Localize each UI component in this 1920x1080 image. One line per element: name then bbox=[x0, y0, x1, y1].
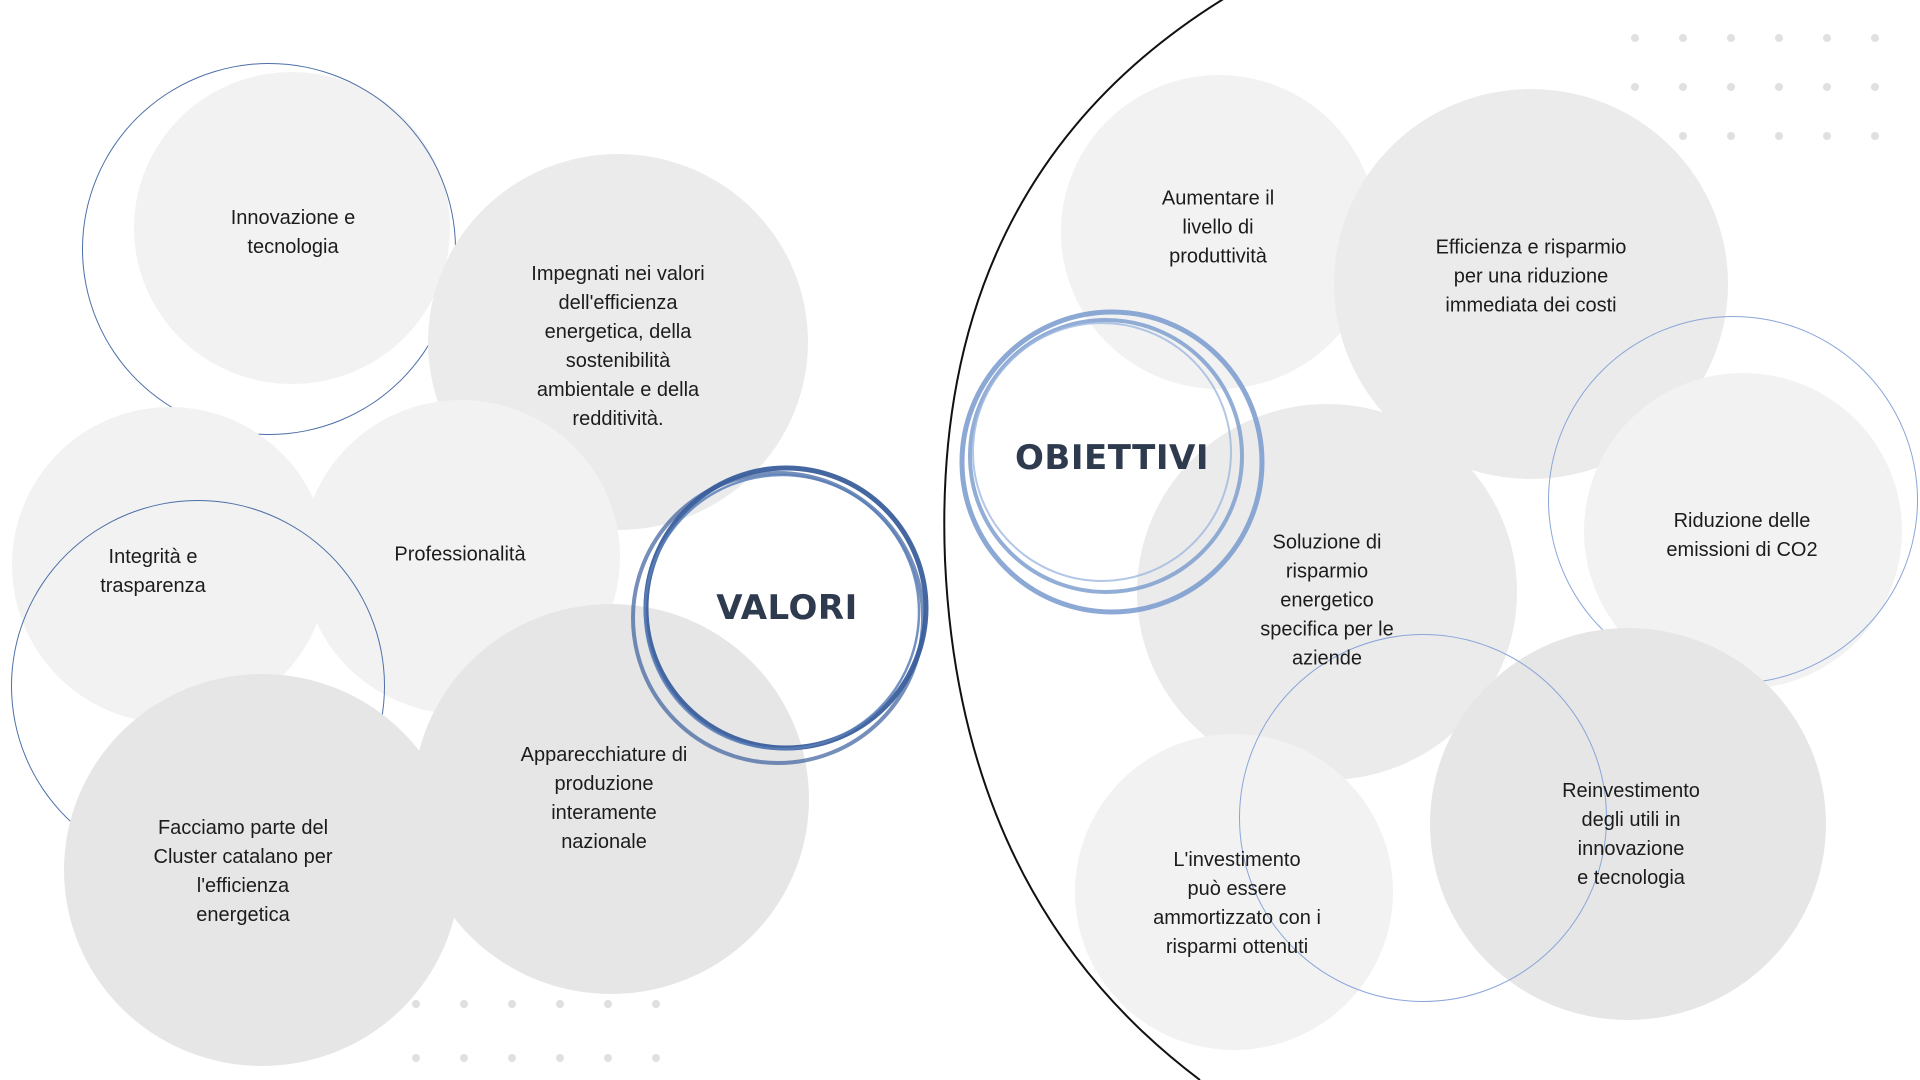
ring-investimento bbox=[1239, 634, 1607, 1002]
decorative-dot bbox=[1679, 83, 1687, 91]
decorative-dot bbox=[1775, 34, 1783, 42]
obiettivi-title: OBIETTIVI bbox=[1015, 438, 1209, 478]
decorative-dot bbox=[1775, 132, 1783, 140]
decorative-dot bbox=[556, 1054, 564, 1062]
decorative-dot bbox=[652, 1054, 660, 1062]
decorative-dot bbox=[508, 1054, 516, 1062]
decorative-dot bbox=[1823, 83, 1831, 91]
decorative-dot bbox=[1775, 83, 1783, 91]
decorative-dot bbox=[652, 1000, 660, 1008]
decorative-dot bbox=[1727, 83, 1735, 91]
decorative-dot bbox=[1631, 83, 1639, 91]
valori-title: VALORI bbox=[716, 588, 858, 628]
decorative-dot bbox=[604, 1054, 612, 1062]
decorative-dot bbox=[460, 1054, 468, 1062]
bubble-cluster bbox=[64, 674, 460, 1066]
label-efficienza: Efficienza e risparmio per una riduzione… bbox=[1435, 236, 1627, 317]
decorative-dot bbox=[604, 1000, 612, 1008]
decorative-dot bbox=[460, 1000, 468, 1008]
label-reinvestimento: Reinvestimento degli utili in innovazion… bbox=[1562, 780, 1700, 889]
decorative-dot bbox=[1823, 132, 1831, 140]
bubble-apparecchiature bbox=[413, 604, 809, 994]
decorative-dot bbox=[1871, 34, 1879, 42]
label-investimento: L'investimento può essere ammortizzato c… bbox=[1153, 849, 1321, 958]
label-soluzione: Soluzione di risparmio energetico specif… bbox=[1260, 531, 1394, 670]
label-innovazione: Innovazione e tecnologia bbox=[230, 207, 356, 258]
decorative-dot bbox=[1727, 34, 1735, 42]
label-cluster: Facciamo parte del Cluster catalano per … bbox=[153, 817, 333, 926]
decorative-dot bbox=[1631, 34, 1639, 42]
label-professionalita: Professionalità bbox=[394, 543, 526, 566]
decorative-dot bbox=[1823, 34, 1831, 42]
decorative-dot bbox=[1679, 34, 1687, 42]
decorative-dot bbox=[1679, 132, 1687, 140]
bubble-produttivita bbox=[1061, 75, 1377, 389]
decorative-dot bbox=[412, 1000, 420, 1008]
decorative-dot bbox=[1871, 132, 1879, 140]
decorative-dot bbox=[556, 1000, 564, 1008]
decorative-dot bbox=[1727, 132, 1735, 140]
decorative-dot bbox=[1871, 83, 1879, 91]
label-emissioni: Riduzione delle emissioni di CO2 bbox=[1666, 510, 1818, 561]
label-integrita: Integrità e trasparenza bbox=[100, 546, 206, 597]
decorative-dot bbox=[508, 1000, 516, 1008]
decorative-dot bbox=[412, 1054, 420, 1062]
label-impegnati: Impegnati nei valori dell'efficienza ene… bbox=[531, 263, 705, 430]
label-apparecchiature: Apparecchiature di produzione interament… bbox=[520, 744, 688, 853]
label-produttivita: Aumentare il livello di produttività bbox=[1161, 187, 1275, 268]
